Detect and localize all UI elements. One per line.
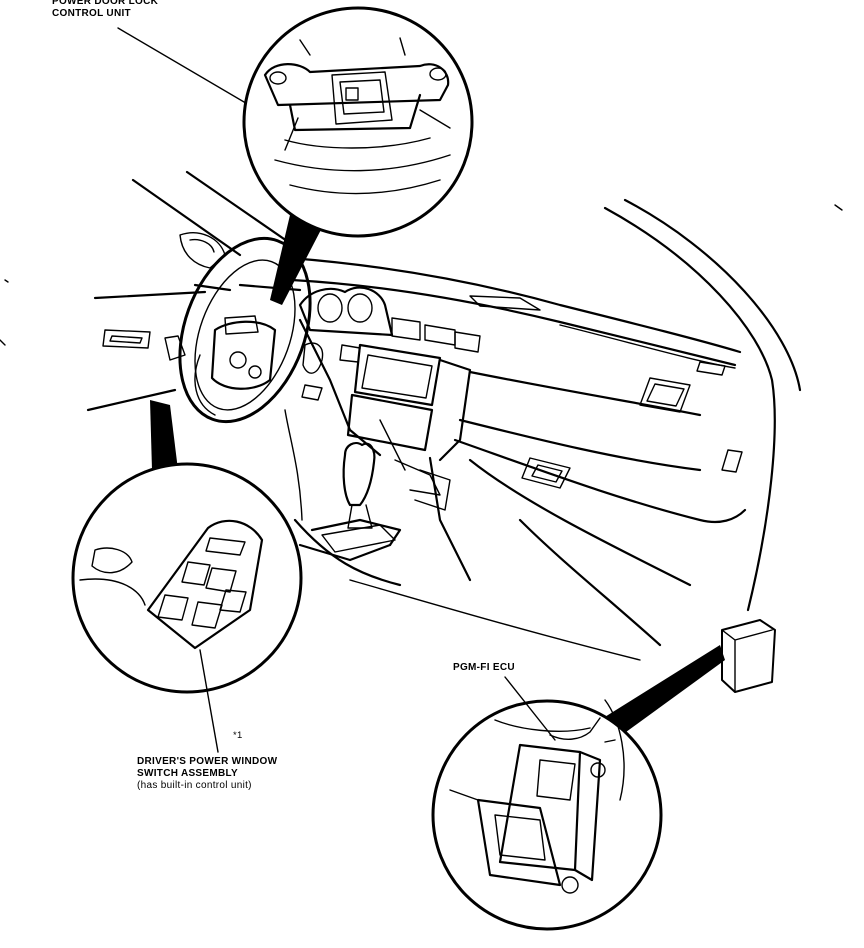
drivers-window-label-note: (has built-in control unit) <box>137 780 252 791</box>
power-door-lock-label: POWER DOOR LOCK CONTROL UNIT <box>52 0 158 20</box>
reference-mark: *1 <box>233 730 243 741</box>
window-switch-callout <box>71 400 303 753</box>
door-lock-unit-callout <box>117 6 474 305</box>
power-door-lock-label-line1: POWER DOOR LOCK <box>52 0 159 7</box>
drivers-window-label-line1: DRIVER'S POWER WINDOW <box>137 756 278 767</box>
pgm-fi-ecu-label: PGM-FI ECU <box>453 662 515 673</box>
drivers-window-label: DRIVER'S POWER WINDOW SWITCH ASSEMBLY (h… <box>137 756 277 792</box>
vehicle-interior-illustration <box>0 170 843 693</box>
drivers-window-label-line2: SWITCH ASSEMBLY <box>137 768 238 779</box>
ecu-callout <box>431 645 725 931</box>
power-door-lock-label-line2: CONTROL UNIT <box>52 8 131 19</box>
